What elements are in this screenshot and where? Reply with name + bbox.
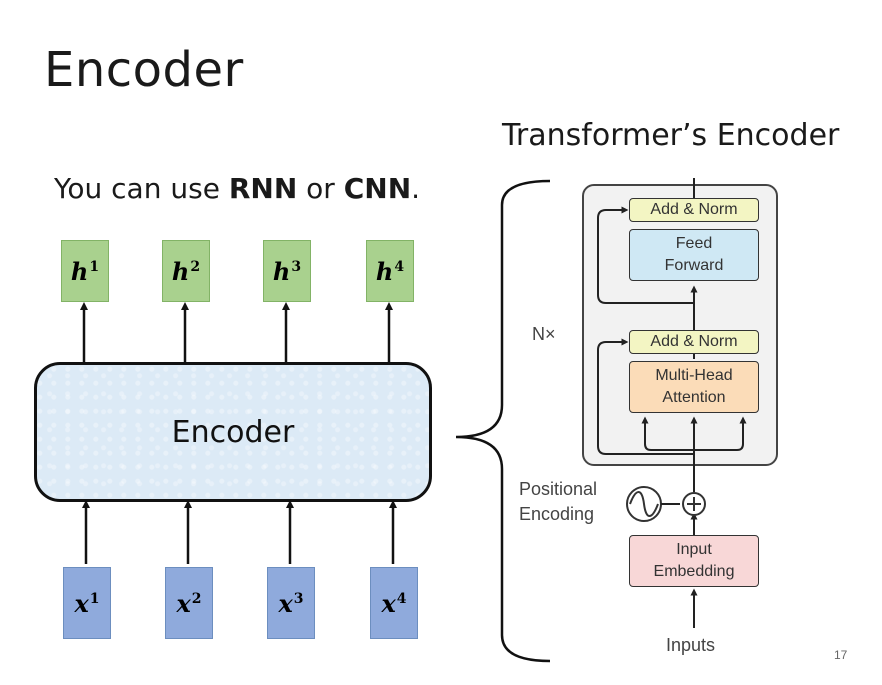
- input-x2-sup: 2: [191, 591, 202, 607]
- input-x1-base: x: [74, 588, 89, 618]
- input-arrows: [82, 500, 397, 564]
- input-x1-sup: 1: [89, 591, 100, 607]
- output-h2-sup: 2: [190, 259, 201, 275]
- feed-forward-block: Feed Forward: [629, 229, 759, 281]
- note-cnn: CNN: [343, 172, 412, 205]
- input-x3-sup: 3: [293, 591, 304, 607]
- note-rnn: RNN: [228, 172, 298, 205]
- input-x4-sup: 4: [396, 591, 407, 607]
- add-norm-bottom: Add & Norm: [629, 330, 759, 354]
- page-number: 17: [834, 648, 848, 662]
- output-h1-base: h: [70, 256, 89, 286]
- input-x3-base: x: [278, 588, 293, 618]
- slide-title: Encoder: [44, 42, 244, 98]
- transformer-flow: [597, 178, 747, 628]
- encoder-block: Encoder: [34, 362, 432, 502]
- transformer-encoder-title: Transformer’s Encoder: [502, 118, 840, 153]
- note-or: or: [297, 172, 344, 205]
- input-x2-base: x: [176, 588, 191, 618]
- output-h4-base: h: [375, 256, 394, 286]
- output-h1-sup: 1: [89, 259, 100, 275]
- add-norm-top: Add & Norm: [629, 198, 759, 222]
- output-h2-base: h: [171, 256, 190, 286]
- repeat-n-label: N×: [532, 324, 556, 344]
- sine-wave-icon: [629, 491, 659, 517]
- encoder-label: Encoder: [171, 414, 295, 450]
- positional-encoding-label: Positional Encoding: [519, 479, 598, 524]
- input-x4-base: x: [381, 588, 396, 618]
- multi-head-attention-block: Multi-Head Attention: [629, 361, 759, 413]
- rnn-cnn-note: You can use RNN or CNN.: [54, 172, 420, 205]
- output-h3-sup: 3: [291, 259, 302, 275]
- curly-brace: [455, 179, 551, 663]
- inputs-label: Inputs: [666, 635, 716, 655]
- input-embedding-block: Input Embedding: [629, 535, 759, 587]
- note-prefix: You can use: [54, 172, 229, 205]
- note-suffix: .: [411, 172, 421, 205]
- output-arrows: [80, 302, 393, 362]
- output-h3-base: h: [272, 256, 291, 286]
- output-h4-sup: 4: [394, 259, 405, 275]
